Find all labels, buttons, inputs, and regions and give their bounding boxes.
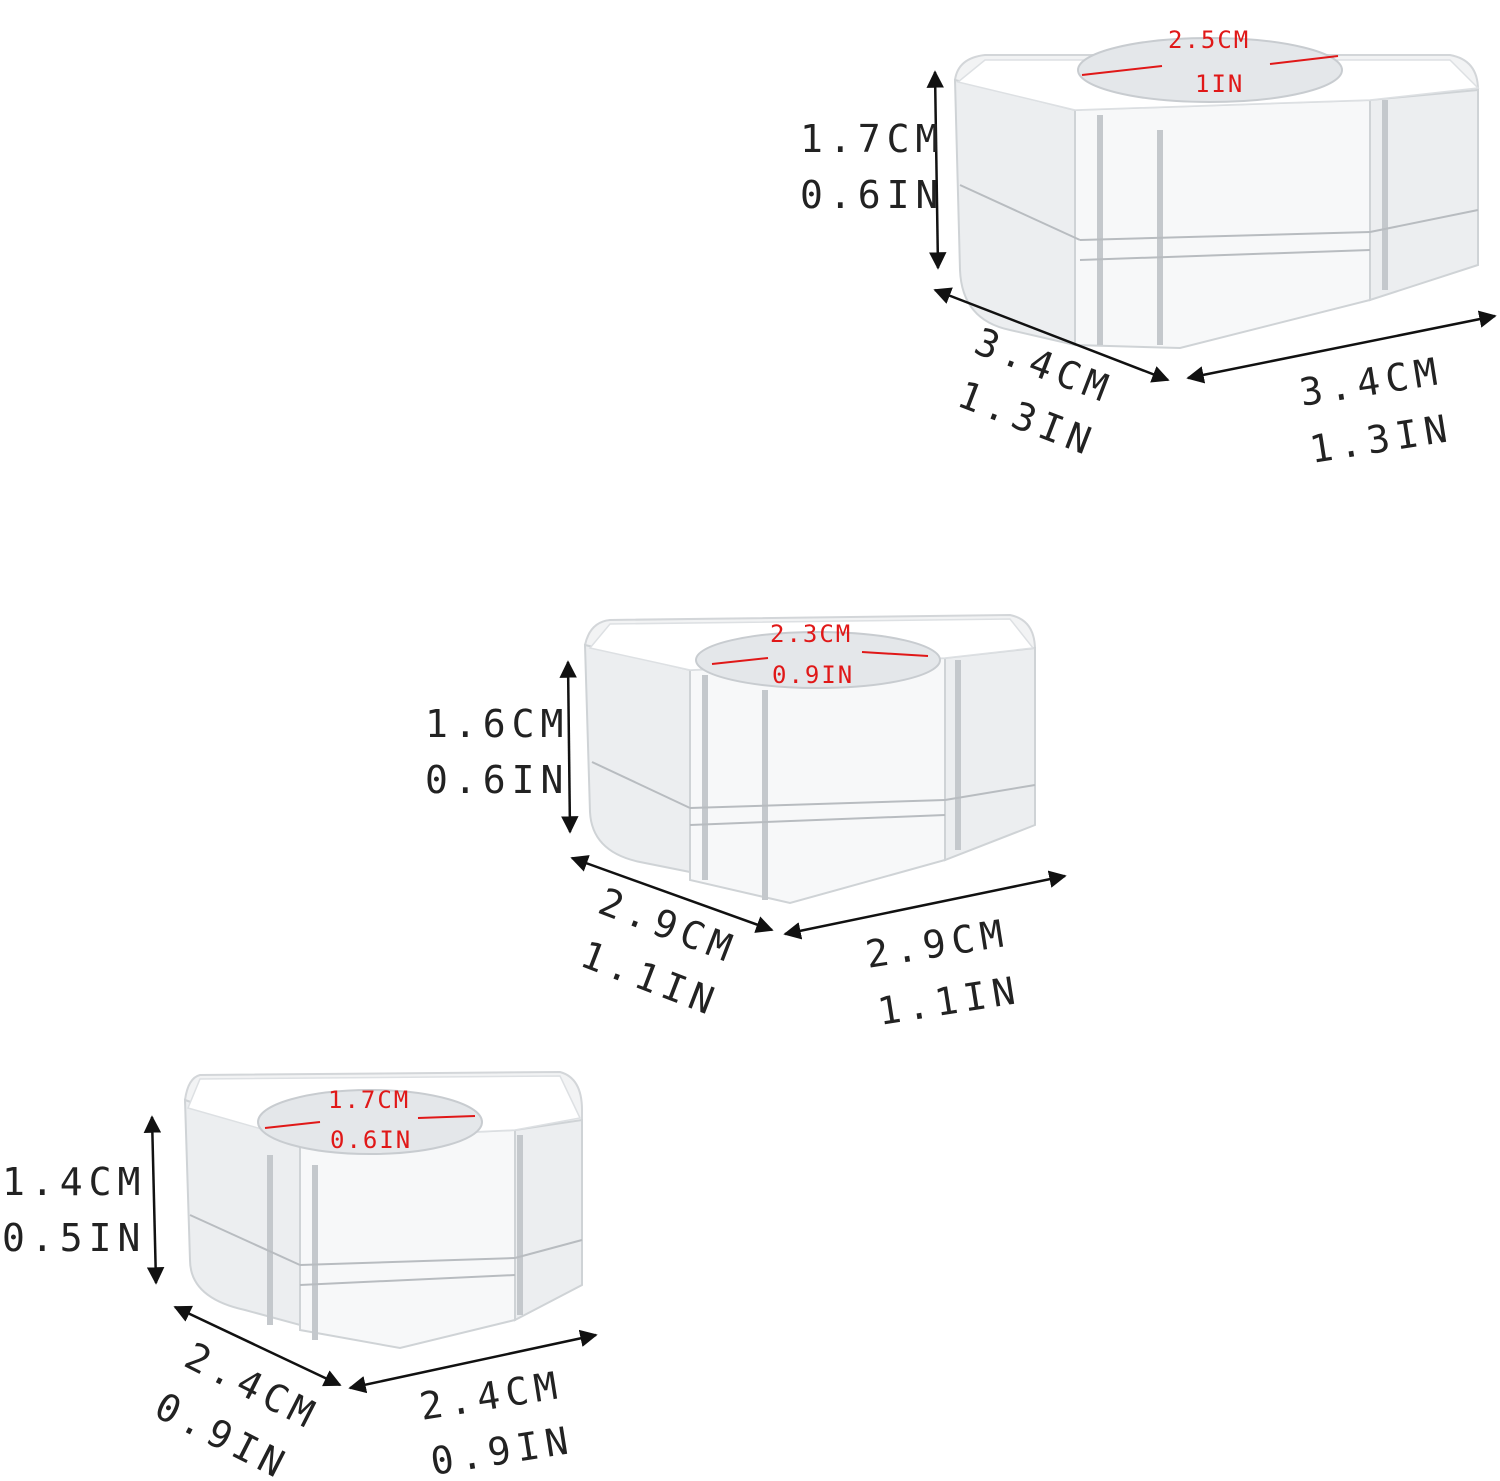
hole-in-label: 0.6IN (330, 1126, 412, 1154)
width-cm-label: 2.9CM (863, 911, 1012, 977)
depth-dimension-small: 2.4CM 0.9IN (148, 1305, 342, 1481)
width-cm-label: 3.4CM (1297, 349, 1446, 415)
stand-small: 1.7CM 0.6IN 1.4CM 0.5IN 2.4CM 0.9IN 2.4C… (2, 1070, 598, 1481)
width-dimension-medium: 2.9CM 1.1IN (783, 870, 1067, 1034)
height-in-label: 0.6IN (425, 758, 569, 802)
hole-dimension-medium: 2.3CM 0.9IN (711, 620, 929, 689)
width-dimension-small: 2.4CM 0.9IN (348, 1329, 598, 1481)
stand-medium: 2.3CM 0.9IN 1.6CM 0.6IN 2.9CM 1.1IN 2.9C… (425, 613, 1067, 1034)
stand-large: 2.5CM 1IN 1.7CM 0.6IN 3.4CM 1.3IN 3.4CM … (800, 26, 1497, 472)
width-arrow (1186, 310, 1497, 384)
depth-arrow (570, 855, 774, 933)
height-dimension-small: 1.4CM 0.5IN (2, 1115, 165, 1285)
glass-block-large (953, 37, 1480, 350)
hole-dimension-small: 1.7CM 0.6IN (264, 1086, 476, 1154)
glass-block-medium (583, 613, 1036, 905)
height-dimension-large: 1.7CM 0.6IN (800, 70, 947, 270)
height-cm-label: 1.4CM (2, 1160, 146, 1204)
hole-in-label: 0.9IN (772, 661, 854, 689)
height-cm-label: 1.7CM (800, 117, 944, 161)
width-in-label: 0.9IN (428, 1418, 577, 1481)
depth-arrow (173, 1305, 342, 1387)
width-arrow (348, 1329, 598, 1394)
width-cm-label: 2.4CM (417, 1363, 566, 1429)
width-in-label: 1.1IN (875, 968, 1024, 1034)
height-in-label: 0.5IN (2, 1216, 146, 1260)
width-dimension-large: 3.4CM 1.3IN (1186, 310, 1497, 472)
height-arrow (143, 1115, 165, 1285)
hole-cm-label: 2.5CM (1168, 26, 1250, 54)
height-dimension-medium: 1.6CM 0.6IN (425, 660, 579, 834)
height-arrow (926, 70, 947, 270)
hole-cm-label: 1.7CM (328, 1086, 410, 1114)
hole-cm-label: 2.3CM (770, 620, 852, 648)
height-arrow (559, 660, 579, 834)
width-arrow (783, 870, 1067, 940)
depth-arrow (933, 287, 1170, 383)
height-cm-label: 1.6CM (425, 702, 569, 746)
hole-in-label: 1IN (1195, 70, 1244, 98)
hole-dimension-large: 2.5CM 1IN (1081, 26, 1339, 98)
height-in-label: 0.6IN (800, 173, 944, 217)
width-in-label: 1.3IN (1307, 406, 1456, 472)
